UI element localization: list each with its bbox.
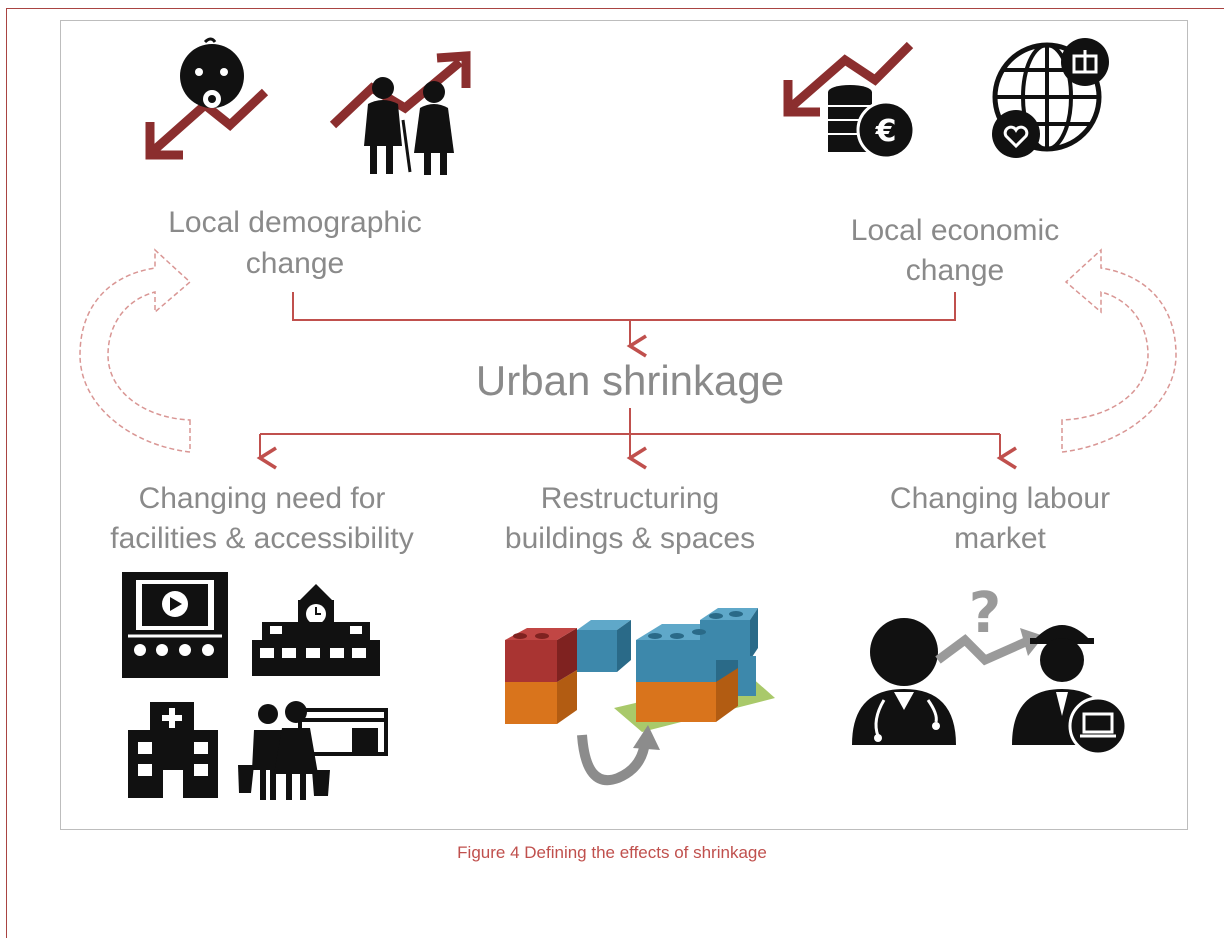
hospital-icon	[128, 702, 218, 798]
school-icon	[252, 584, 380, 676]
demographic-label-line1: Local demographic	[168, 206, 422, 239]
left-feedback-arrow	[79, 248, 192, 453]
figure-caption: Figure 4 Defining the effects of shrinka…	[457, 843, 767, 862]
diverge-connector	[256, 408, 1017, 470]
globe-icon	[992, 38, 1109, 158]
labour-label-line2: market	[954, 522, 1046, 555]
economic-label-line2: change	[906, 254, 1004, 287]
baby-declining-icon	[145, 37, 269, 160]
restructuring-label-line2: buildings & spaces	[505, 522, 755, 555]
facilities-label-line1: Changing need for	[139, 482, 386, 515]
elderly-rising-icon	[329, 51, 471, 175]
question-arrow-icon: ?	[935, 581, 1044, 666]
cinema-icon	[122, 572, 228, 678]
building-blocks-icon	[505, 608, 775, 786]
money-declining-icon: €	[783, 41, 916, 160]
worker-icon	[1012, 625, 1128, 756]
labour-label-line1: Changing labour	[890, 482, 1110, 515]
shopping-family-icon	[238, 701, 388, 800]
demographic-label-line2: change	[246, 247, 344, 280]
page-border	[6, 8, 1224, 938]
figure-frame	[60, 20, 1188, 830]
doctor-icon	[852, 618, 956, 745]
urban-shrinkage-label: Urban shrinkage	[476, 357, 784, 404]
restructuring-label-line1: Restructuring	[541, 482, 719, 515]
economic-label-line1: Local economic	[851, 214, 1059, 247]
facilities-label-line2: facilities & accessibility	[110, 522, 413, 555]
converge-connector	[292, 292, 956, 358]
right-feedback-arrow	[1061, 248, 1177, 453]
svg-text:?: ?	[969, 581, 1001, 646]
svg-text:€: €	[875, 114, 897, 149]
